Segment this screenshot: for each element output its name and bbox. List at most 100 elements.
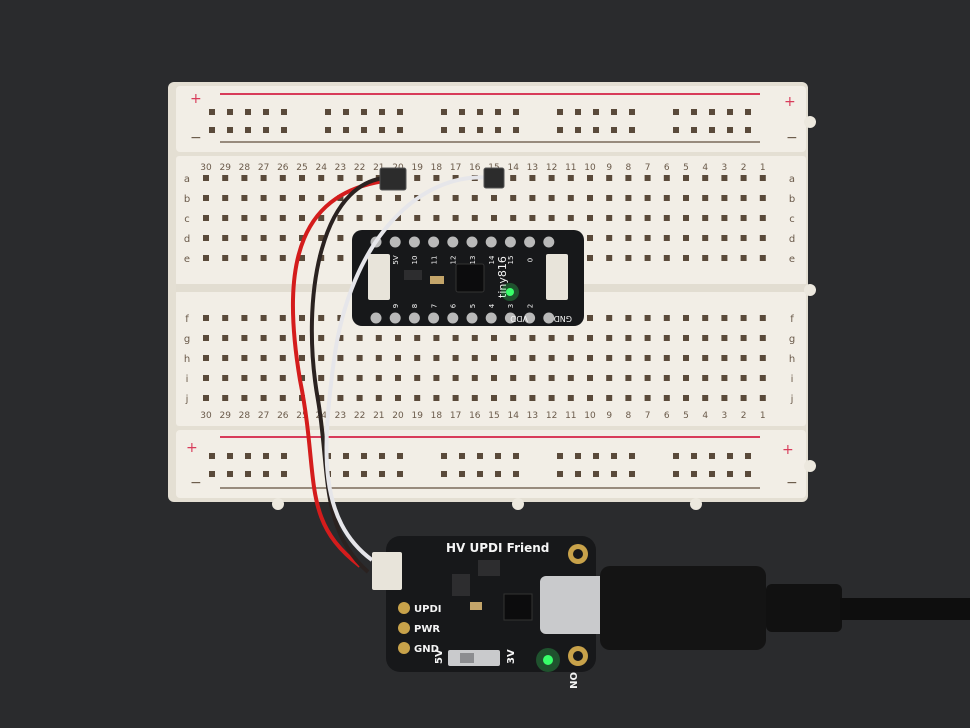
column-number-bottom: 12	[546, 411, 557, 421]
rail-hole	[709, 471, 715, 477]
column-number-top: 29	[219, 163, 231, 173]
updi-label: UPDI	[414, 604, 441, 615]
breadboard-hole	[529, 375, 536, 381]
breadboard-hole	[587, 175, 593, 181]
breadboard-hole	[279, 355, 286, 361]
smd-component	[430, 276, 444, 284]
rail-hole	[281, 109, 287, 115]
breadboard-hole	[395, 215, 401, 221]
header-pin	[447, 236, 459, 248]
header-pin	[543, 236, 555, 248]
rail-hole	[513, 453, 519, 459]
breadboard-hole	[260, 175, 267, 181]
breadboard-hole	[567, 335, 574, 341]
breadboard-hole	[299, 355, 305, 361]
breadboard-hole	[260, 335, 267, 341]
breadboard-hole	[625, 395, 632, 401]
header-pin	[543, 312, 555, 324]
breadboard-hole	[337, 375, 344, 381]
breadboard-hole	[683, 395, 689, 401]
breadboard-hole	[337, 355, 344, 361]
rail-hole	[281, 127, 287, 133]
breadboard-hole	[375, 335, 382, 341]
breadboard-hole	[299, 255, 305, 261]
breadboard-hole	[548, 375, 555, 381]
breadboard-hole	[702, 255, 709, 261]
breadboard-hole	[759, 315, 766, 321]
rail-hole	[611, 109, 617, 115]
rail-hole	[245, 109, 251, 115]
breadboard-hole	[740, 215, 747, 221]
breadboard-hole	[241, 255, 248, 261]
breadboard-hole	[721, 255, 728, 261]
breadboard-hole	[663, 215, 670, 221]
rail-hole	[629, 127, 635, 133]
column-number-top: 7	[645, 163, 651, 173]
updi-pad	[398, 602, 410, 614]
wire-connector-power	[379, 167, 407, 191]
breadboard-hole	[529, 195, 536, 201]
breadboard-hole	[721, 215, 728, 221]
breadboard-hole	[337, 395, 344, 401]
tiny816-pin-label: 8	[411, 304, 419, 308]
jumper-wires	[290, 167, 505, 574]
rail-hole	[459, 109, 465, 115]
breadboard-hole	[491, 215, 497, 221]
rail-hole	[575, 127, 581, 133]
breadboard-hole	[337, 175, 344, 181]
rail-hole	[441, 109, 447, 115]
breadboard-hole	[203, 235, 209, 241]
breadboard-hole	[471, 375, 478, 381]
breadboard-hole	[433, 395, 440, 401]
voltage-switch-knob[interactable]	[460, 653, 474, 663]
rail-hole	[691, 127, 697, 133]
rail-hole	[745, 471, 751, 477]
breadboard-hole	[644, 375, 651, 381]
rail-hole	[673, 453, 679, 459]
column-number-top: 12	[546, 163, 557, 173]
breadboard-hole	[644, 315, 651, 321]
breadboard-hole	[663, 315, 670, 321]
breadboard-hole	[740, 315, 747, 321]
rail-hole	[441, 127, 447, 133]
rail-hole	[379, 109, 385, 115]
breadboard-hole	[567, 355, 574, 361]
top-rail-minus-left: −	[190, 130, 202, 146]
column-number-top: 25	[296, 163, 307, 173]
bottom-rail-minus-left: −	[190, 475, 202, 491]
breadboard-hole	[414, 175, 421, 181]
breadboard-hole	[337, 215, 344, 221]
column-number-bottom: 4	[702, 411, 708, 421]
breadboard-hole	[625, 255, 632, 261]
bottom-power-rail	[176, 430, 806, 498]
rail-hole	[611, 127, 617, 133]
rail-hole	[477, 109, 483, 115]
rail-hole	[691, 109, 697, 115]
breadboard-hole	[625, 175, 632, 181]
breadboard-hole	[606, 395, 613, 401]
rail-hole	[361, 471, 367, 477]
breadboard-hole	[203, 395, 209, 401]
breadboard-hole	[510, 375, 517, 381]
breadboard-hole	[625, 315, 632, 321]
breadboard-hole	[587, 215, 593, 221]
rail-hole	[441, 471, 447, 477]
breadboard-hole	[203, 375, 209, 381]
breadboard-hole	[606, 215, 613, 221]
breadboard-hole	[702, 315, 709, 321]
breadboard-hole	[625, 235, 632, 241]
breadboard-hole	[452, 395, 459, 401]
pwr-pad	[398, 622, 410, 634]
breadboard-hole	[644, 255, 651, 261]
breadboard-hole	[644, 395, 651, 401]
row-letter-left: h	[184, 354, 190, 365]
breadboard-hole	[663, 335, 670, 341]
rail-hole	[397, 471, 403, 477]
gnd-pad	[398, 642, 410, 654]
breadboard-hole	[702, 355, 709, 361]
rail-hole	[727, 453, 733, 459]
column-number-top: 26	[277, 163, 289, 173]
breadboard-nub	[512, 498, 524, 510]
